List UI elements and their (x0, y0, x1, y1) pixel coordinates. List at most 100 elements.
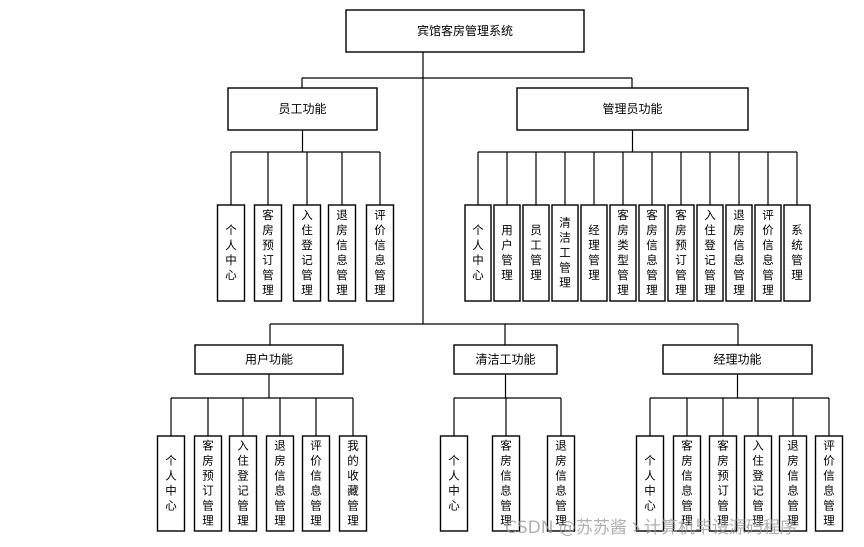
cleaner-leaf-node-box (439, 435, 469, 532)
admin-leaf-node: 用户管理 (493, 204, 521, 302)
manager-leaf-node: 退房信息管理 (778, 435, 808, 532)
user-leaf-node-label: 我的收藏管理 (347, 439, 359, 528)
admin-leaf-node-label: 清洁工管理 (559, 216, 571, 290)
user-group-node-label: 用户功能 (245, 352, 293, 367)
user-leaf-node: 入住登记管理 (228, 435, 258, 532)
staff-leaf-node: 个人中心 (216, 204, 246, 302)
admin-leaf-node: 清洁工管理 (551, 204, 579, 302)
manager-leaf-node: 入住登记管理 (743, 435, 773, 532)
staff-leaf-node-box (216, 204, 246, 302)
admin-leaf-node-box (551, 204, 579, 302)
admin-leaf-node-box (783, 204, 811, 302)
admin-leaf-node: 客房预订管理 (667, 204, 695, 302)
staff-leaf-node: 退房信息管理 (327, 204, 357, 302)
admin-leaf-node-label: 员工管理 (530, 223, 542, 282)
user-leaf-node: 退房信息管理 (265, 435, 295, 532)
admin-leaf-node-box (725, 204, 753, 302)
user-leaf-node-box (338, 435, 368, 532)
cleaner-group-node: 清洁工功能 (453, 344, 558, 375)
cleaner-leaf-node: 个人中心 (439, 435, 469, 532)
admin-leaf-node-label: 客房预订管理 (675, 208, 687, 297)
manager-leaf-node-box (743, 435, 773, 532)
manager-leaf-node-box (708, 435, 738, 532)
user-leaf-node-box (301, 435, 331, 532)
staff-leaf-node-label: 入住登记管理 (301, 208, 313, 297)
staff-leaf-node: 入住登记管理 (292, 204, 322, 302)
user-leaf-node: 客房预订管理 (193, 435, 223, 532)
manager-leaf-node-label: 个人中心 (644, 454, 656, 513)
cleaner-group-node-label: 清洁工功能 (475, 353, 535, 367)
user-leaf-node: 评价信息管理 (301, 435, 331, 532)
admin-leaf-node-label: 客房信息管理 (646, 208, 658, 297)
admin-leaf-node-label: 用户管理 (501, 223, 513, 282)
manager-leaf-node-label: 客房信息管理 (681, 439, 693, 528)
admin-leaf-node-box (609, 204, 637, 302)
staff-group-node-label: 员工功能 (278, 102, 326, 116)
admin-leaf-node-label: 个人中心 (472, 223, 484, 282)
user-leaf-node-label: 入住登记管理 (237, 439, 249, 528)
staff-leaf-node-box (327, 204, 357, 302)
manager-leaf-node-box (814, 435, 844, 532)
admin-leaf-node: 退房信息管理 (725, 204, 753, 302)
admin-leaf-node: 个人中心 (464, 204, 492, 302)
cleaner-leaf-node: 客房信息管理 (491, 435, 521, 532)
manager-leaf-node: 客房信息管理 (672, 435, 702, 532)
admin-leaf-node-box (493, 204, 521, 302)
admin-leaf-node-box (580, 204, 608, 302)
manager-leaf-node-label: 入住登记管理 (752, 439, 764, 528)
admin-leaf-node-label: 经理管理 (588, 223, 600, 282)
root-node-label: 宾馆客房管理系统 (417, 23, 513, 38)
admin-leaf-node-box (754, 204, 782, 302)
admin-leaf-node: 员工管理 (522, 204, 550, 302)
staff-leaf-node-box (365, 204, 395, 302)
manager-leaf-node-box (778, 435, 808, 532)
admin-group-node-label: 管理员功能 (602, 101, 662, 116)
admin-leaf-node-label: 系统管理 (791, 223, 803, 282)
admin-group-node: 管理员功能 (516, 87, 749, 131)
root-node: 宾馆客房管理系统 (345, 9, 585, 53)
admin-leaf-node: 入住登记管理 (696, 204, 724, 302)
cleaner-leaf-node-label: 退房信息管理 (555, 439, 567, 528)
admin-leaf-node-box (638, 204, 666, 302)
admin-leaf-node: 系统管理 (783, 204, 811, 302)
staff-leaf-node-label: 评价信息管理 (374, 208, 386, 297)
staff-group-node: 员工功能 (227, 87, 378, 131)
admin-leaf-node: 客房信息管理 (638, 204, 666, 302)
staff-leaf-node: 评价信息管理 (365, 204, 395, 302)
manager-group-node: 经理功能 (662, 344, 813, 375)
admin-leaf-node: 经理管理 (580, 204, 608, 302)
admin-leaf-node-label: 评价信息管理 (762, 208, 774, 297)
manager-leaf-node: 评价信息管理 (814, 435, 844, 532)
user-group-node-box (194, 344, 344, 375)
manager-leaf-node-label: 客房预订管理 (717, 439, 729, 528)
user-leaf-node-label: 退房信息管理 (274, 439, 286, 528)
manager-leaf-node: 个人中心 (635, 435, 665, 532)
admin-leaf-node-label: 入住登记管理 (704, 208, 716, 297)
cleaner-leaf-node-label: 个人中心 (448, 454, 460, 513)
staff-leaf-node-label: 客房预订管理 (262, 208, 274, 297)
admin-leaf-node-box (464, 204, 492, 302)
manager-leaf-node-label: 评价信息管理 (823, 439, 835, 528)
root-node-box (345, 9, 585, 53)
user-leaf-node-box (265, 435, 295, 532)
user-leaf-node: 个人中心 (156, 435, 186, 532)
chart-nodes: 宾馆客房管理系统员工功能个人中心客房预订管理入住登记管理退房信息管理评价信息管理… (156, 9, 844, 532)
admin-leaf-node-box (696, 204, 724, 302)
user-leaf-node-box (193, 435, 223, 532)
manager-leaf-node-label: 退房信息管理 (787, 439, 799, 528)
admin-leaf-node: 评价信息管理 (754, 204, 782, 302)
admin-leaf-node: 客房类型管理 (609, 204, 637, 302)
manager-group-node-label: 经理功能 (713, 353, 761, 367)
manager-leaf-node-box (672, 435, 702, 532)
staff-leaf-node-label: 退房信息管理 (336, 208, 348, 297)
staff-group-node-box (227, 87, 378, 131)
manager-group-node-box (662, 344, 813, 375)
user-leaf-node: 我的收藏管理 (338, 435, 368, 532)
admin-leaf-node-label: 客房类型管理 (617, 208, 629, 297)
manager-leaf-node: 客房预订管理 (708, 435, 738, 532)
cleaner-leaf-node: 退房信息管理 (546, 435, 576, 532)
cleaner-leaf-node-label: 客房信息管理 (500, 439, 512, 528)
user-leaf-node-box (156, 435, 186, 532)
connector-lines (170, 52, 830, 436)
